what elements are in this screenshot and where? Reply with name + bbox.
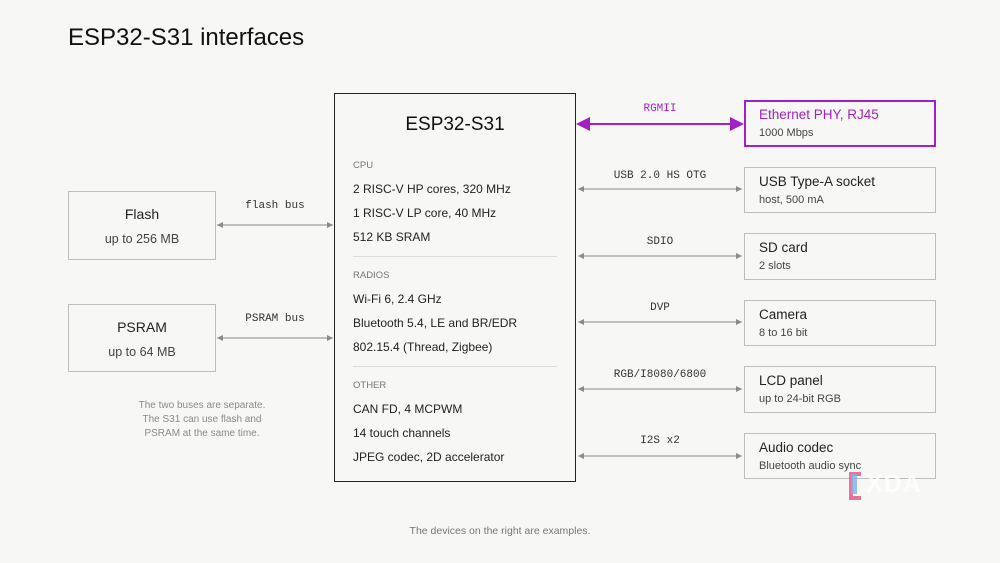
psram-box: PSRAM up to 64 MB: [68, 304, 216, 372]
camera-detail: 8 to 16 bit: [759, 327, 808, 339]
camera-name: Camera: [759, 307, 808, 322]
spec-row: JPEG codec, 2D accelerator: [353, 450, 505, 464]
ethernet-phy-detail: 1000 Mbps: [759, 127, 814, 139]
bus-note-line: PSRAM at the same time.: [144, 428, 260, 439]
lcd-panel-detail: up to 24-bit RGB: [759, 393, 841, 405]
bus-note-line: The two buses are separate.: [138, 400, 266, 411]
bus-note: The two buses are separate. The S31 can …: [118, 399, 286, 441]
sd-card-name: SD card: [759, 240, 808, 255]
spec-row: CAN FD, 4 MCPWM: [353, 402, 463, 416]
rgmii-label: RGMII: [643, 103, 677, 115]
xda-logo-icon: [849, 472, 861, 500]
usb-socket-box: USB Type-A socket host, 500 mA: [744, 167, 936, 213]
flash-capacity: up to 256 MB: [104, 232, 180, 246]
lcd-panel-box: LCD panel up to 24-bit RGB: [744, 366, 936, 413]
flash-name: Flash: [124, 206, 160, 222]
footer-note: The devices on the right are examples.: [409, 525, 591, 537]
flash-bus-label: flash bus: [245, 200, 305, 212]
diagram-title: ESP32-S31 interfaces: [68, 24, 305, 51]
chip-title: ESP32-S31: [405, 114, 505, 135]
section-label-other: OTHER: [353, 380, 387, 391]
section-label-radios: RADIOS: [353, 270, 390, 281]
usb-bus-label: USB 2.0 HS OTG: [613, 170, 707, 182]
dvp-label: DVP: [650, 302, 670, 314]
i2s-label: I2S x2: [640, 435, 680, 447]
section-label-cpu: CPU: [353, 160, 374, 171]
audio-codec-detail: Bluetooth audio sync: [759, 460, 862, 472]
xda-watermark-text: XDA: [866, 470, 922, 498]
spec-row: Bluetooth 5.4, LE and BR/EDR: [353, 316, 518, 330]
audio-codec-name: Audio codec: [759, 440, 834, 455]
spec-row: 2 RISC-V HP cores, 320 MHz: [353, 182, 511, 196]
audio-codec-box: Audio codec Bluetooth audio sync: [744, 433, 936, 479]
sdio-label: SDIO: [646, 236, 674, 248]
psram-name: PSRAM: [117, 319, 167, 335]
lcd-panel-name: LCD panel: [759, 373, 823, 388]
sd-card-box: SD card 2 slots: [744, 233, 936, 280]
ethernet-phy-name: Ethernet PHY, RJ45: [759, 107, 879, 122]
usb-socket-detail: host, 500 mA: [759, 194, 824, 206]
usb-socket-name: USB Type-A socket: [759, 174, 876, 189]
camera-box: Camera 8 to 16 bit: [744, 300, 936, 346]
psram-capacity: up to 64 MB: [108, 345, 176, 359]
ethernet-phy-box: Ethernet PHY, RJ45 1000 Mbps: [744, 100, 936, 147]
spec-row: Wi-Fi 6, 2.4 GHz: [353, 292, 442, 306]
spec-row: 802.15.4 (Thread, Zigbee): [353, 340, 493, 354]
flash-box: Flash up to 256 MB: [68, 191, 216, 260]
bus-note-line: The S31 can use flash and: [142, 414, 262, 425]
spec-row: 1 RISC-V LP core, 40 MHz: [353, 206, 497, 220]
psram-bus-label: PSRAM bus: [245, 313, 305, 325]
sd-card-detail: 2 slots: [759, 260, 791, 272]
section-divider: [353, 366, 557, 367]
spec-row: 14 touch channels: [353, 426, 451, 440]
section-divider: [353, 256, 557, 257]
rgb-bus-label: RGB/I8080/6800: [613, 369, 707, 381]
spec-row: 512 KB SRAM: [353, 230, 431, 244]
chip-block: ESP32-S31 CPU 2 RISC-V HP cores, 320 MHz…: [334, 93, 576, 482]
